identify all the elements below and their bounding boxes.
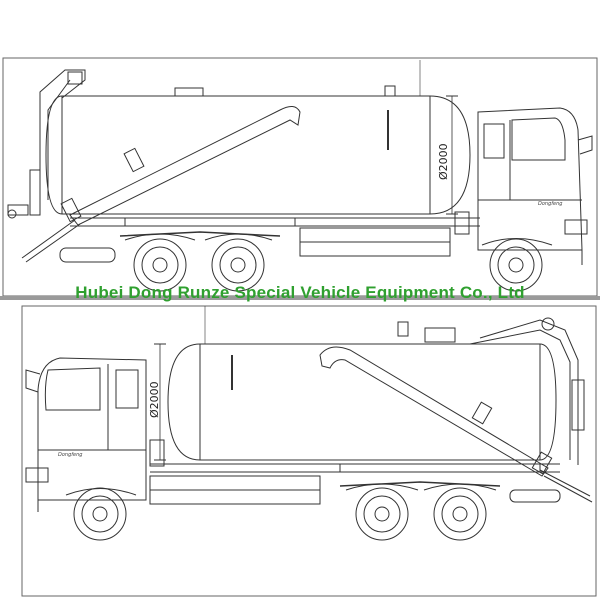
door-logo-text: Dongfeng — [538, 201, 562, 207]
chassis-frame — [59, 211, 480, 263]
rear-wheel-1 — [355, 487, 409, 541]
suction-pipe — [21, 106, 301, 263]
wheels — [119, 231, 553, 292]
truck-drawing-top: Ø2000 Dongfeng — [2, 57, 598, 297]
side-view-left-drawing: Ø2000 Dongfeng — [0, 0, 600, 298]
rear-wheel-1 — [133, 238, 187, 292]
rear-wheel-2 — [433, 487, 487, 541]
drawing-frame — [2, 57, 598, 297]
rear-lift-arm — [469, 317, 585, 465]
chassis-frame — [149, 439, 561, 505]
panel-separator — [0, 296, 600, 300]
vacuum-tank — [45, 85, 471, 215]
dimension-label: Ø2000 — [437, 143, 450, 180]
wheels — [65, 481, 501, 541]
drawing-frame — [21, 305, 597, 597]
rear-wheel-2 — [211, 238, 265, 292]
dimension-label: Ø2000 — [148, 381, 161, 418]
company-watermark: Hubei Dong Runze Special Vehicle Equipme… — [75, 283, 525, 302]
front-wheel — [73, 487, 127, 541]
suction-pipe — [319, 346, 593, 503]
truck-drawing-bottom: Ø2000 Dongfeng — [21, 305, 597, 597]
door-logo-text: Dongfeng — [58, 452, 82, 458]
truck-cab: Dongfeng — [477, 107, 593, 265]
tank-dimension: Ø2000 — [148, 306, 206, 461]
tank-dimension: Ø2000 — [419, 60, 458, 215]
side-view-right-drawing: Ø2000 Dongfeng — [0, 300, 600, 600]
rear-lift-arm — [7, 69, 86, 219]
truck-cab: Dongfeng — [25, 357, 147, 512]
vacuum-tank — [167, 321, 557, 461]
